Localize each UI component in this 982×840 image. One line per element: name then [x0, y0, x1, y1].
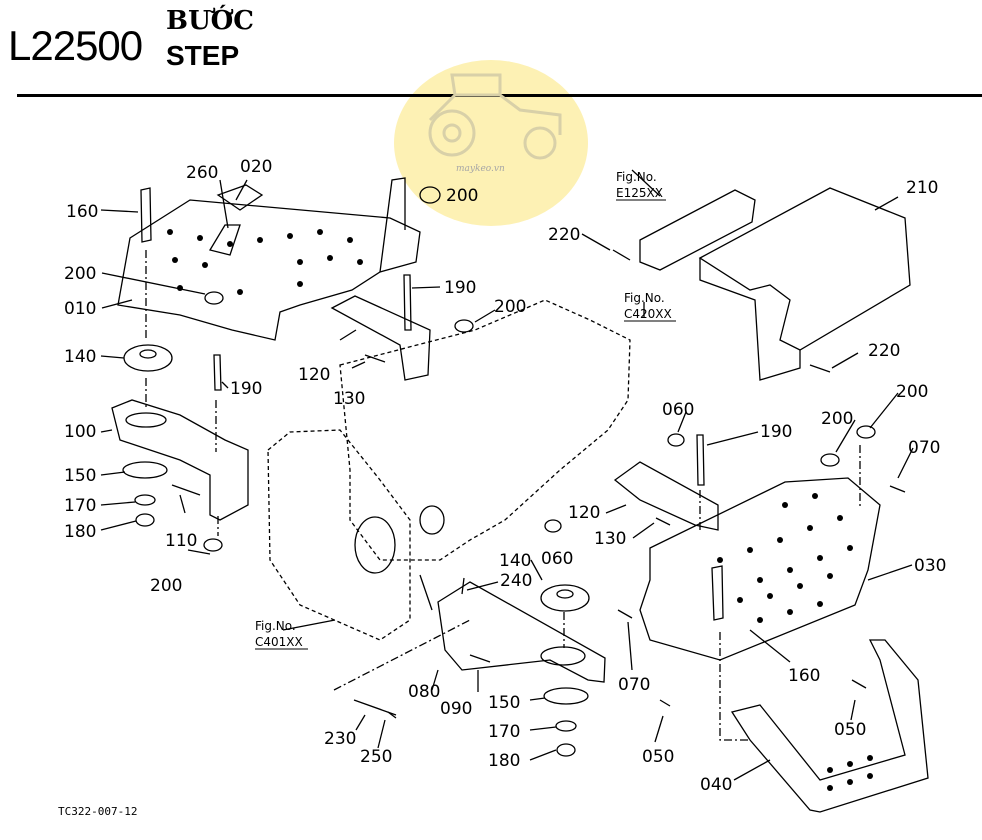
bracket-080 [437, 581, 606, 683]
svg-text:C401XX: C401XX [255, 635, 303, 649]
label-100: 100 [64, 422, 96, 442]
label-170: 170 [488, 722, 520, 742]
label-090: 090 [440, 699, 472, 719]
fig-ref-c420: Fig.No. C420XX [624, 291, 672, 321]
label-020: 020 [240, 157, 272, 177]
title-english: STEP [166, 40, 240, 71]
title-vietnamese: BƯỚC [166, 6, 254, 36]
label-220: 220 [868, 341, 900, 361]
label-120: 120 [568, 503, 600, 523]
label-120: 120 [298, 365, 330, 385]
label-010: 010 [64, 299, 96, 319]
bracket-100 [111, 399, 249, 521]
label-130: 130 [333, 389, 365, 409]
label-200: 200 [150, 576, 182, 596]
label-200: 200 [446, 186, 478, 206]
washer-150b [543, 687, 589, 705]
label-070: 070 [908, 438, 940, 458]
step-ladder-040 [730, 639, 929, 813]
bolt-160a [140, 187, 152, 243]
bushing-140b [540, 584, 590, 612]
svg-text:C420XX: C420XX [624, 307, 672, 321]
tractor-icon [428, 73, 562, 160]
label-210: 210 [906, 178, 938, 198]
label-050: 050 [834, 720, 866, 740]
svg-text:E125XX: E125XX [616, 186, 663, 200]
bolt-160b [711, 565, 724, 621]
label-170: 170 [64, 496, 96, 516]
label-140: 140 [64, 347, 96, 367]
plate-holes [167, 229, 873, 791]
label-060: 060 [662, 400, 694, 420]
label-180: 180 [64, 522, 96, 542]
watermark-text: maykeo.vn [456, 164, 505, 174]
label-190: 190 [444, 278, 476, 298]
label-050: 050 [642, 747, 674, 767]
svg-text:Fig.No.: Fig.No. [624, 291, 665, 305]
label-150: 150 [64, 466, 96, 486]
label-240: 240 [500, 571, 532, 591]
label-230: 230 [324, 729, 356, 749]
label-110: 110 [165, 531, 197, 551]
bracket-e125 [639, 189, 756, 271]
label-200: 200 [821, 409, 853, 429]
label-060: 060 [541, 549, 573, 569]
transmission-case [339, 299, 631, 561]
drawing-code: TC322-007-12 [58, 805, 138, 818]
label-160: 160 [66, 202, 98, 222]
label-200: 200 [896, 382, 928, 402]
bracket-120b [613, 461, 719, 531]
label-190: 190 [230, 379, 262, 399]
label-160: 160 [788, 666, 820, 686]
label-220: 220 [548, 225, 580, 245]
label-150: 150 [488, 693, 520, 713]
label-080: 080 [408, 682, 440, 702]
cover-210 [698, 187, 911, 351]
label-190: 190 [760, 422, 792, 442]
label-200: 200 [494, 297, 526, 317]
step-plate-right [639, 477, 881, 661]
label-070: 070 [618, 675, 650, 695]
label-040: 040 [700, 775, 732, 795]
step-plate-left [117, 199, 421, 341]
svg-text:Fig.No.: Fig.No. [616, 170, 657, 184]
label-200: 200 [64, 264, 96, 284]
label-030: 030 [914, 556, 946, 576]
label-130: 130 [594, 529, 626, 549]
label-140: 140 [499, 551, 531, 571]
label-260: 260 [186, 163, 218, 183]
label-250: 250 [360, 747, 392, 767]
washer-150a [122, 461, 168, 479]
label-180: 180 [488, 751, 520, 771]
svg-text:Fig.No.: Fig.No. [255, 619, 296, 633]
bracket-120a [330, 295, 431, 381]
part-group-code: L22500 [8, 22, 143, 69]
fig-ref-c401: Fig.No. C401XX [255, 619, 303, 649]
fig-ref-e125: Fig.No. E125XX [616, 170, 663, 200]
